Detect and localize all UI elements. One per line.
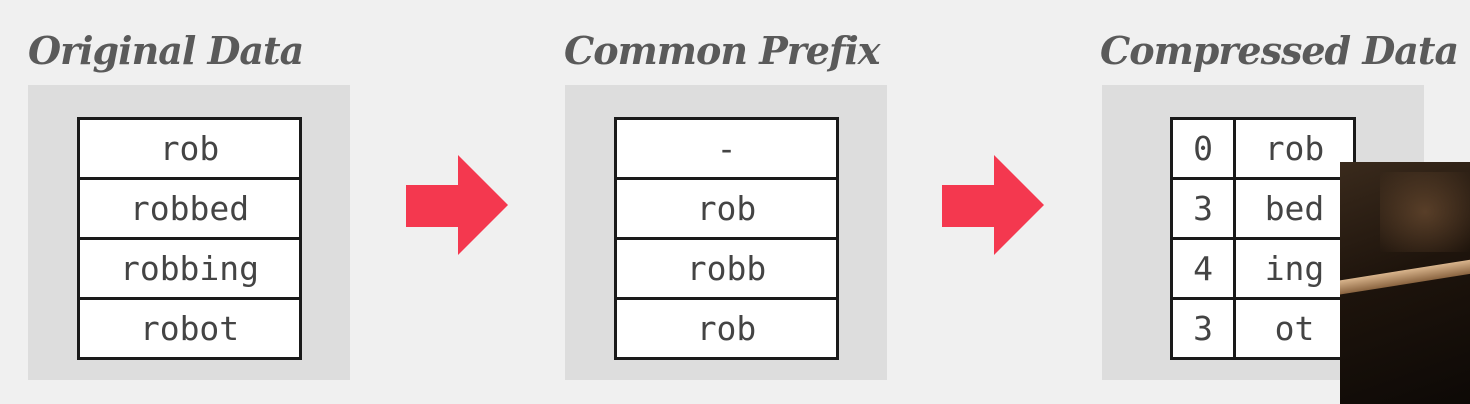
original-data-row: robot (139, 309, 240, 348)
suffix-cell: ing (1264, 249, 1325, 288)
right-arrow-icon (942, 155, 1044, 255)
suffix-cell: bed (1264, 189, 1325, 228)
original-data-table: rob robbed robbing robot (77, 117, 302, 360)
compressed-data-table: 0 rob 3 bed 4 ing 3 ot (1170, 117, 1356, 360)
right-arrow-icon (406, 155, 508, 255)
suffix-cell: ot (1274, 309, 1315, 348)
webcam-overlay (1340, 162, 1470, 404)
original-data-row: rob (80, 120, 299, 180)
original-data-row: robbed (80, 180, 299, 240)
compressed-data-row: 0 rob (1173, 120, 1353, 180)
original-data-panel: rob robbed robbing robot (28, 85, 350, 380)
webcam-glow (1380, 172, 1470, 252)
common-prefix-row: robb (617, 240, 836, 300)
webcam-desk-edge (1340, 253, 1470, 296)
common-prefix-title: Common Prefix (564, 28, 880, 73)
common-prefix-row: rob (617, 180, 836, 240)
prefix-length-cell: 3 (1173, 180, 1236, 237)
compressed-data-title: Compressed Data (1100, 28, 1459, 73)
prefix-length-cell: 4 (1173, 240, 1236, 297)
compressed-data-row: 3 ot (1173, 300, 1353, 357)
compressed-data-row: 4 ing (1173, 240, 1353, 300)
original-data-row: robbing (80, 240, 299, 300)
common-prefix-table: - rob robb rob (614, 117, 839, 360)
compressed-data-row: 3 bed (1173, 180, 1353, 240)
prefix-length-cell: 3 (1173, 300, 1236, 357)
prefix-length-cell: 0 (1173, 120, 1236, 177)
original-data-title: Original Data (28, 28, 304, 73)
common-prefix-panel: - rob robb rob (565, 85, 887, 380)
common-prefix-row: rob (696, 309, 757, 348)
common-prefix-row: - (617, 120, 836, 180)
suffix-cell: rob (1264, 129, 1325, 168)
